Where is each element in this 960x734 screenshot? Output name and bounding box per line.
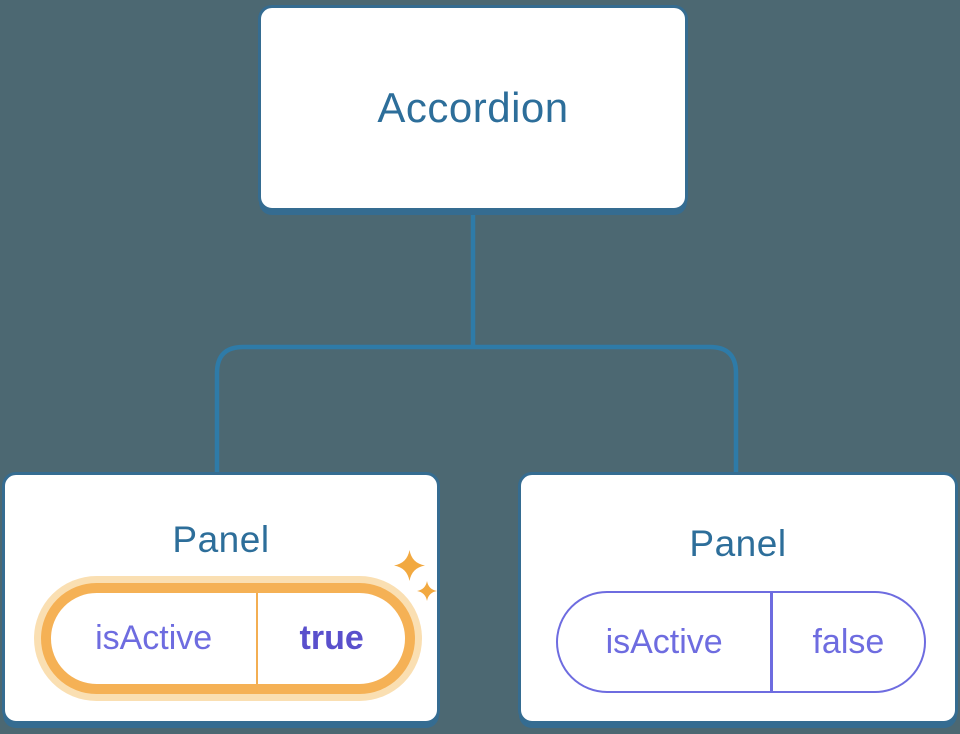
panel-node-label: Panel bbox=[689, 523, 787, 564]
sparkle-icon bbox=[417, 581, 437, 601]
sparkle-icon bbox=[394, 550, 425, 581]
state-value-label: false bbox=[812, 622, 885, 661]
panel-node-active: Panel isActive true bbox=[2, 472, 440, 724]
state-value-label: true bbox=[299, 619, 364, 657]
panel-node-inactive: Panel isActive false bbox=[518, 472, 958, 724]
panel-node-label: Panel bbox=[172, 519, 270, 560]
accordion-node: Accordion bbox=[258, 5, 688, 211]
state-pill-active: isActive true bbox=[41, 583, 415, 694]
pill-divider bbox=[256, 593, 259, 684]
state-key-label: isActive bbox=[95, 619, 213, 657]
state-pill-inactive: isActive false bbox=[556, 591, 926, 693]
accordion-node-label: Accordion bbox=[377, 84, 569, 131]
pill-divider bbox=[770, 593, 773, 691]
state-key-label: isActive bbox=[605, 622, 723, 661]
